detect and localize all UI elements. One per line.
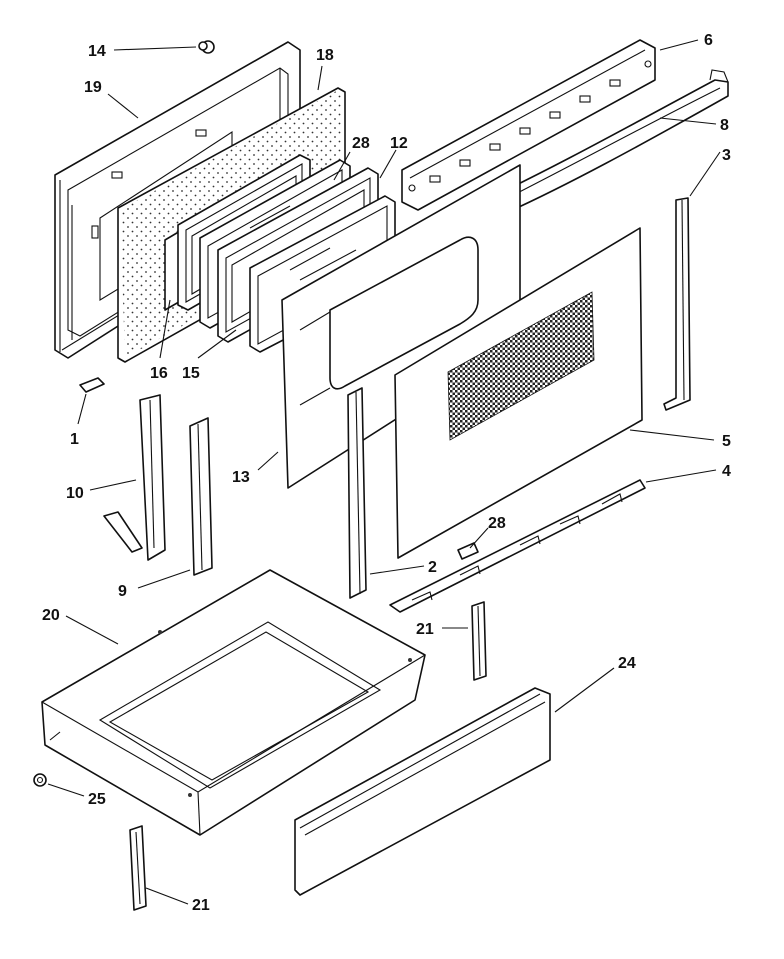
- label-18: 18: [316, 47, 334, 64]
- part-14-screw: [198, 40, 215, 54]
- callout-labels: 14 19 18 28 12 6 8 3 16 15 1 5 10 13 4 2…: [42, 32, 731, 914]
- label-14: 14: [88, 43, 106, 60]
- label-12: 12: [390, 135, 408, 152]
- label-3: 3: [722, 147, 731, 164]
- part-3-side-trim: [663, 197, 691, 411]
- label-2: 2: [428, 559, 437, 576]
- label-1: 1: [70, 431, 79, 448]
- part-10-hinge: [103, 394, 166, 561]
- part-9-hinge-cover: [189, 417, 213, 576]
- label-13: 13: [232, 469, 250, 486]
- label-24: 24: [618, 655, 636, 672]
- label-28-top: 28: [352, 135, 370, 152]
- label-4: 4: [722, 463, 731, 480]
- part-4-door-bottom-trim: [389, 479, 646, 613]
- part-5-outer-door-panel: [394, 227, 643, 559]
- part-6-vent-trim: [401, 39, 656, 211]
- part-2-door-side-trim: [347, 387, 367, 599]
- part-24-drawer-front: [294, 687, 551, 896]
- label-20: 20: [42, 607, 60, 624]
- label-21-upper: 21: [416, 621, 434, 638]
- part-21-drawer-slide-lower: [129, 825, 147, 911]
- label-28-bottom: 28: [488, 515, 506, 532]
- label-8: 8: [720, 117, 729, 134]
- label-9: 9: [118, 583, 127, 600]
- part-20-drawer-body: [41, 569, 426, 836]
- label-15: 15: [182, 365, 200, 382]
- label-6: 6: [704, 32, 713, 49]
- label-10: 10: [66, 485, 84, 502]
- part-1-clip: [79, 377, 105, 393]
- leader-lines: [47, 39, 721, 905]
- part-28-small-clip: [457, 542, 479, 560]
- label-25: 25: [88, 791, 106, 808]
- label-21-lower: 21: [192, 897, 210, 914]
- part-21-drawer-slide-upper: [471, 601, 487, 681]
- label-5: 5: [722, 433, 731, 450]
- part-25-screw: [33, 773, 47, 787]
- label-19: 19: [84, 79, 102, 96]
- label-16: 16: [150, 365, 168, 382]
